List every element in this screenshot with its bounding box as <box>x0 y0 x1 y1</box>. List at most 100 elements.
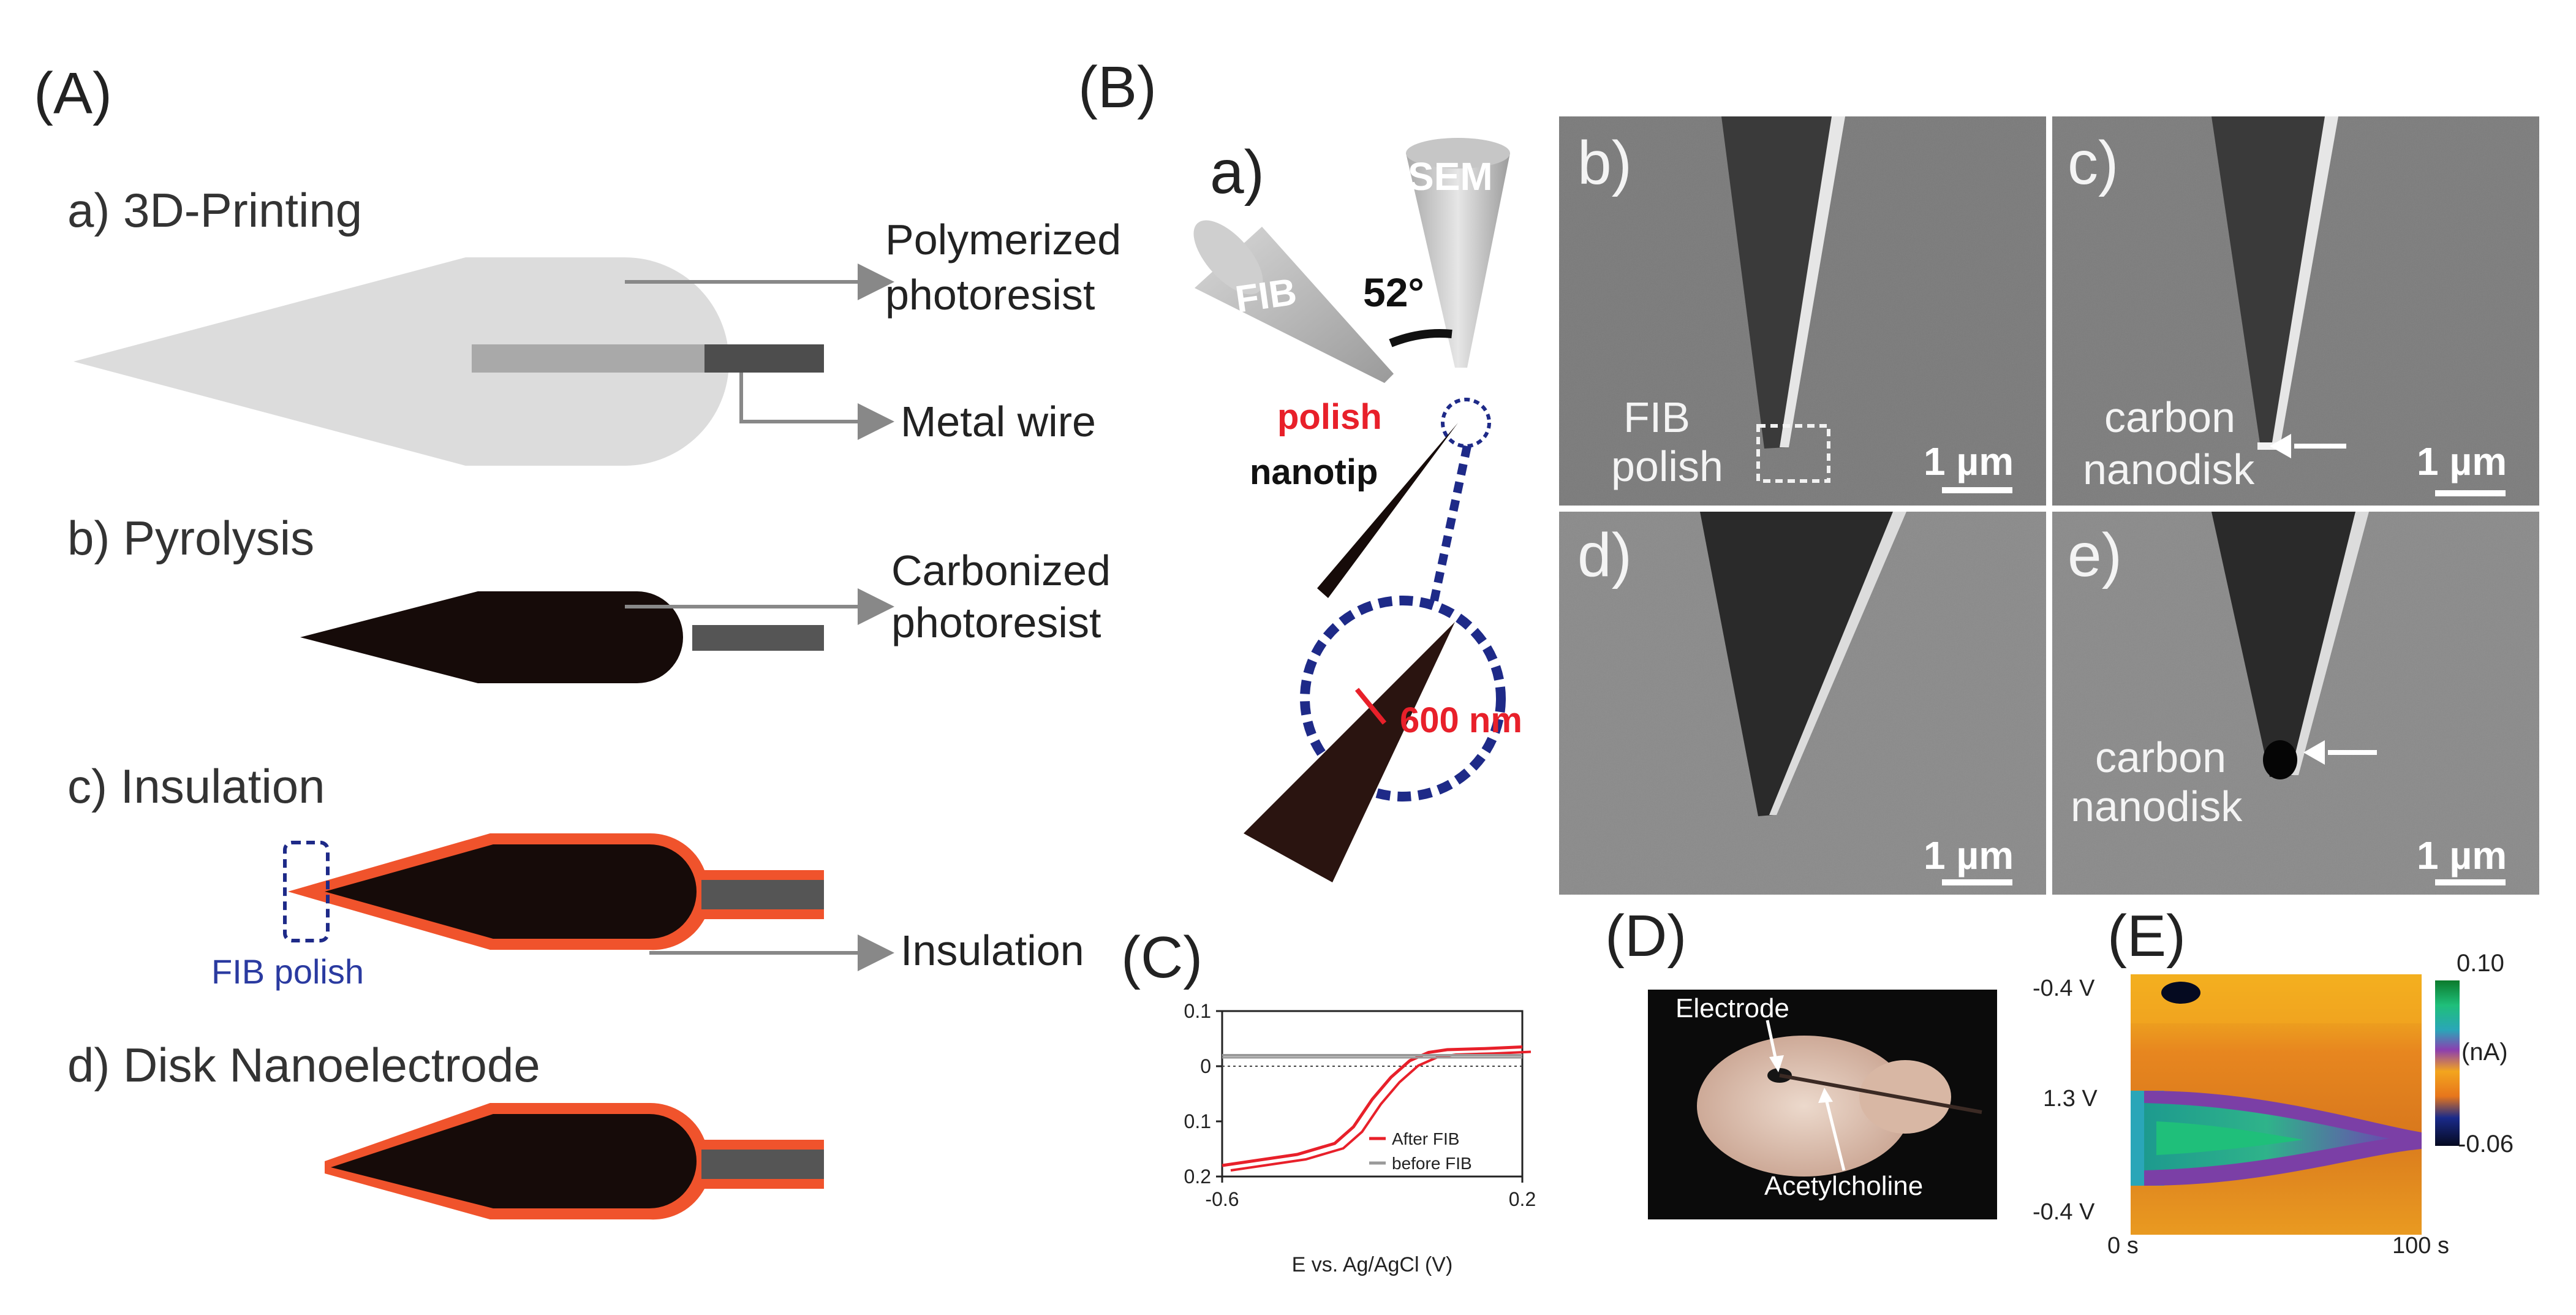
sem-b-caption-1: FIB <box>1623 393 1690 441</box>
label-fib-polish: FIB polish <box>211 952 364 991</box>
insulated-wire <box>701 880 824 909</box>
label-photoresist: photoresist <box>885 271 1095 319</box>
sem-c-caption-1: carbon <box>2104 393 2235 441</box>
cv-x-axis-label: E vs. Ag/AgCl (V) <box>1292 1253 1453 1276</box>
sem-column-icon <box>1406 153 1510 368</box>
sem-e-caption-2: nanodisk <box>2071 783 2243 830</box>
panel-a: (A) a) 3D-Printing Polymerized photoresi… <box>34 61 1121 1220</box>
sem-column-top <box>1406 138 1510 169</box>
panel-d: (D) Electrode Acetylcholine <box>1605 903 1997 1219</box>
label-metal-wire: Metal wire <box>901 398 1096 445</box>
colorbar-unit: (nA) <box>2461 1039 2508 1066</box>
zoom-circle <box>1300 596 1506 802</box>
panel-b-label: (B) <box>1078 55 1157 120</box>
panel-c-label: (C) <box>1121 925 1203 990</box>
cv-y-tick-label: 0.1 <box>1184 1000 1211 1022</box>
arrow-head-carbonized <box>858 588 894 625</box>
panel-d-label: (D) <box>1605 903 1686 969</box>
heatmap-y-tick-top: -0.4 V <box>2033 976 2095 1001</box>
colorbar <box>2435 980 2460 1146</box>
zoom-connector <box>1429 445 1471 605</box>
fib-polish-square <box>1756 424 1830 483</box>
sem-tip-d <box>1700 512 1905 816</box>
scale-d: 1 µm <box>1924 833 2014 877</box>
metal-wire-end <box>704 344 824 373</box>
colorbar-min: -0.06 <box>2458 1131 2514 1158</box>
scale-b: 1 µm <box>1924 439 2014 483</box>
heatmap-oxidation-spot <box>2161 982 2200 1004</box>
zoomed-tip-shape <box>1244 622 1455 882</box>
cv-y-tick-label: 0 <box>1200 1055 1211 1077</box>
label-carbonized-photoresist: photoresist <box>891 599 1101 646</box>
step-disk-nanoelectrode: d) Disk Nanoelectrode <box>67 1038 540 1092</box>
label-polymerized: Polymerized <box>885 216 1121 263</box>
sem-b-caption-2: polish <box>1611 442 1723 490</box>
cv-plot-frame <box>1221 1010 1524 1178</box>
acetylcholine-arrow <box>1824 1096 1846 1171</box>
scale-e: 1 µm <box>2417 833 2507 877</box>
sem-b-label: b) <box>1577 129 1632 197</box>
size-label: 600 nm <box>1400 700 1522 740</box>
electrode-label: Electrode <box>1675 993 1789 1023</box>
electrode-arrow <box>1766 1020 1778 1064</box>
arrow-head-insulation <box>858 934 894 971</box>
panel-b-a-label: a) <box>1210 138 1264 207</box>
sem-tip-c <box>2212 116 2337 447</box>
electrode-wire <box>1779 1074 1982 1114</box>
cv-series-after-fib <box>1222 1045 1523 1167</box>
heatmap-x-tick-end: 100 s <box>2392 1233 2449 1259</box>
sem-image-e: e) carbon nanodisk 1 µm <box>2052 512 2539 895</box>
label-insulation: Insulation <box>901 927 1084 974</box>
sem-e-caption-1: carbon <box>2095 733 2226 781</box>
nanotip-label: nanotip <box>1250 452 1378 492</box>
arrow-head-metal-wire <box>858 403 894 440</box>
sem-image-b: b) FIB polish 1 µm <box>1559 116 2046 506</box>
step-pyrolysis: b) Pyrolysis <box>67 511 314 565</box>
cv-legend: After FIB before FIB <box>1369 1129 1472 1173</box>
nanoelectrode-core <box>331 1114 697 1208</box>
sem-image-d: d) 1 µm <box>1559 512 2046 895</box>
cv-y-tick-label: 0.2 <box>1184 1165 1211 1188</box>
cv-x-tick-label: -0.6 <box>1205 1188 1239 1210</box>
embedded-wire <box>472 344 704 373</box>
fib-polish-box <box>283 841 330 942</box>
scale-c: 1 µm <box>2417 439 2507 483</box>
sem-image-c: c) carbon nanodisk 1 µm <box>2052 116 2539 506</box>
polish-zoom-circle <box>1441 398 1491 448</box>
legend-label-after: After FIB <box>1392 1129 1459 1148</box>
nanoelectrode-wire <box>701 1150 824 1179</box>
heatmap-plume-center <box>2156 1121 2303 1155</box>
arrow-head-polymerized <box>858 263 894 300</box>
angle-label: 52° <box>1363 270 1424 315</box>
sem-label: SEM <box>1408 154 1493 199</box>
size-marker <box>1354 688 1387 725</box>
heatmap-x-tick-start: 0 s <box>2107 1233 2139 1259</box>
panel-e-label: (E) <box>2107 903 2186 969</box>
sem-e-label: e) <box>2068 521 2122 589</box>
carbonized-wire <box>692 625 824 651</box>
angle-arc <box>1389 329 1452 347</box>
sem-c-caption-2: nanodisk <box>2083 445 2255 493</box>
arrow-metal-wire <box>739 373 858 423</box>
panel-a-label: (A) <box>34 61 112 126</box>
fib-column-top <box>1193 220 1263 295</box>
acetylcholine-label: Acetylcholine <box>1764 1171 1923 1201</box>
nanotip-shape <box>1317 423 1458 598</box>
step-insulation: c) Insulation <box>67 759 325 813</box>
sem-d-label: d) <box>1577 521 1632 589</box>
fib-label: FIB <box>1233 271 1299 321</box>
insulated-carbon-core <box>325 844 697 939</box>
legend-label-before: before FIB <box>1392 1154 1472 1173</box>
label-carbonized: Carbonized <box>891 547 1111 594</box>
panel-e: (E) 0.10 (nA) -0.06 -0.4 V 1.3 V -0.4 V … <box>2033 903 2514 1259</box>
sem-tip-b <box>1721 116 1844 449</box>
sem-c-label: c) <box>2068 129 2118 197</box>
carbonized-electrode-shape <box>300 591 683 683</box>
colorbar-max: 0.10 <box>2457 950 2504 977</box>
polish-label: polish <box>1277 397 1382 437</box>
polymerized-electrode-shape <box>74 257 729 466</box>
panel-b: (B) a) SEM FIB 52° polish nanotip 600 nm <box>1078 55 2539 895</box>
heatmap-y-tick-bottom: -0.4 V <box>2033 1199 2095 1225</box>
